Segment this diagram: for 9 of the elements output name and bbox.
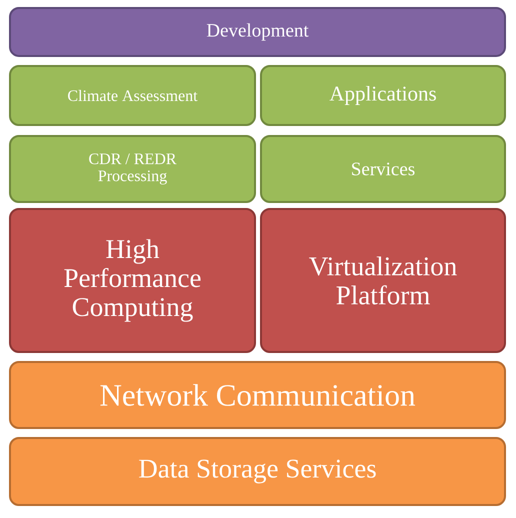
layer-box: Virtualization Platform: [260, 208, 506, 353]
layer-box: Climate Assessment: [9, 65, 256, 126]
layer-box: Data Storage Services: [9, 437, 506, 506]
layer-box: CDR / REDR Processing: [9, 135, 256, 203]
layer-box: Development: [9, 7, 506, 57]
layer-box: Applications: [260, 65, 506, 126]
layer-box: High Performance Computing: [9, 208, 256, 353]
layer-box: Services: [260, 135, 506, 203]
layer-box: Network Communication: [9, 361, 506, 429]
